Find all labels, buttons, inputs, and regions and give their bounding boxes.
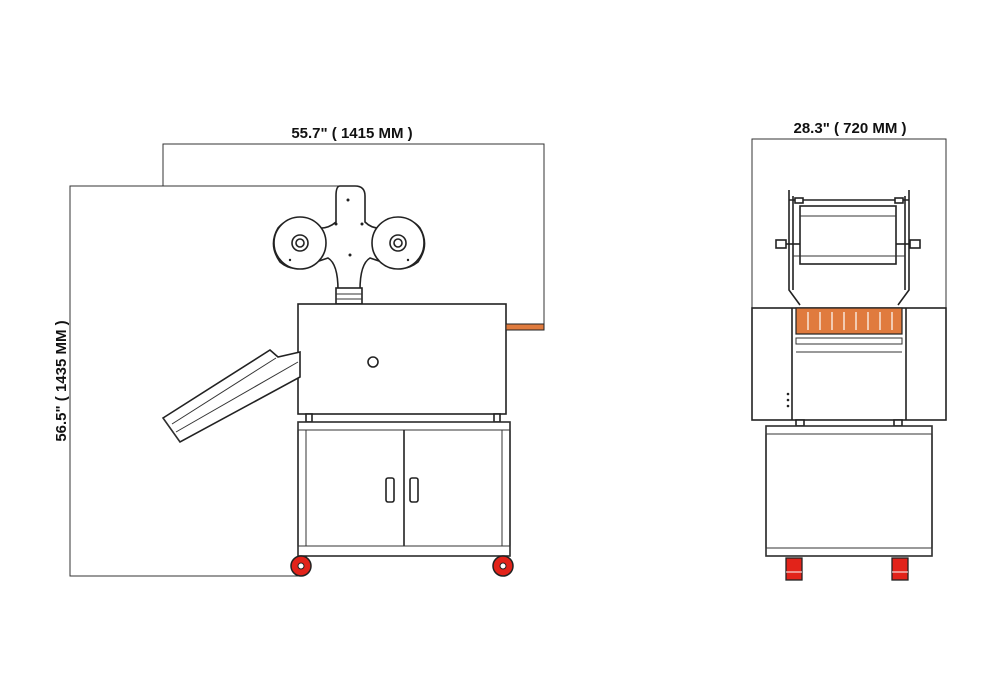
tray-chute	[161, 349, 301, 444]
right-roll	[371, 216, 425, 270]
front-width-dimension: 28.3" ( 720 MM )	[751, 120, 947, 308]
orange-rail	[505, 323, 545, 331]
right-door-handle	[409, 477, 419, 503]
front-body	[751, 307, 947, 427]
sealing-head	[297, 303, 545, 423]
front-knob-right	[909, 239, 921, 249]
side-wheels	[290, 555, 514, 577]
front-film-roll	[799, 205, 897, 265]
film-roll-holder	[272, 185, 426, 305]
front-stand	[765, 425, 933, 557]
side-height-dimension: 56.5" ( 1435 MM )	[53, 185, 345, 577]
left-door-handle	[385, 477, 395, 503]
side-width-label: 55.7" ( 1415 MM )	[291, 125, 412, 142]
front-upper-frame	[775, 190, 921, 306]
front-width-label: 28.3" ( 720 MM )	[794, 120, 907, 137]
front-wheel-left	[785, 557, 803, 581]
body-indicator	[367, 356, 379, 368]
side-width-dimension: 55.7" ( 1415 MM )	[162, 125, 545, 328]
front-wheel-right	[891, 557, 909, 581]
front-sealing-plate	[795, 307, 903, 335]
side-view: 55.7" ( 1415 MM ) 56.5" ( 1435 MM )	[53, 125, 545, 577]
front-view: 28.3" ( 720 MM )	[751, 120, 947, 581]
left-roll	[273, 216, 327, 270]
front-knob-left	[775, 239, 787, 249]
cabinet-stand	[297, 421, 511, 557]
front-wheels	[785, 557, 909, 581]
side-height-label: 56.5" ( 1435 MM )	[53, 320, 70, 441]
